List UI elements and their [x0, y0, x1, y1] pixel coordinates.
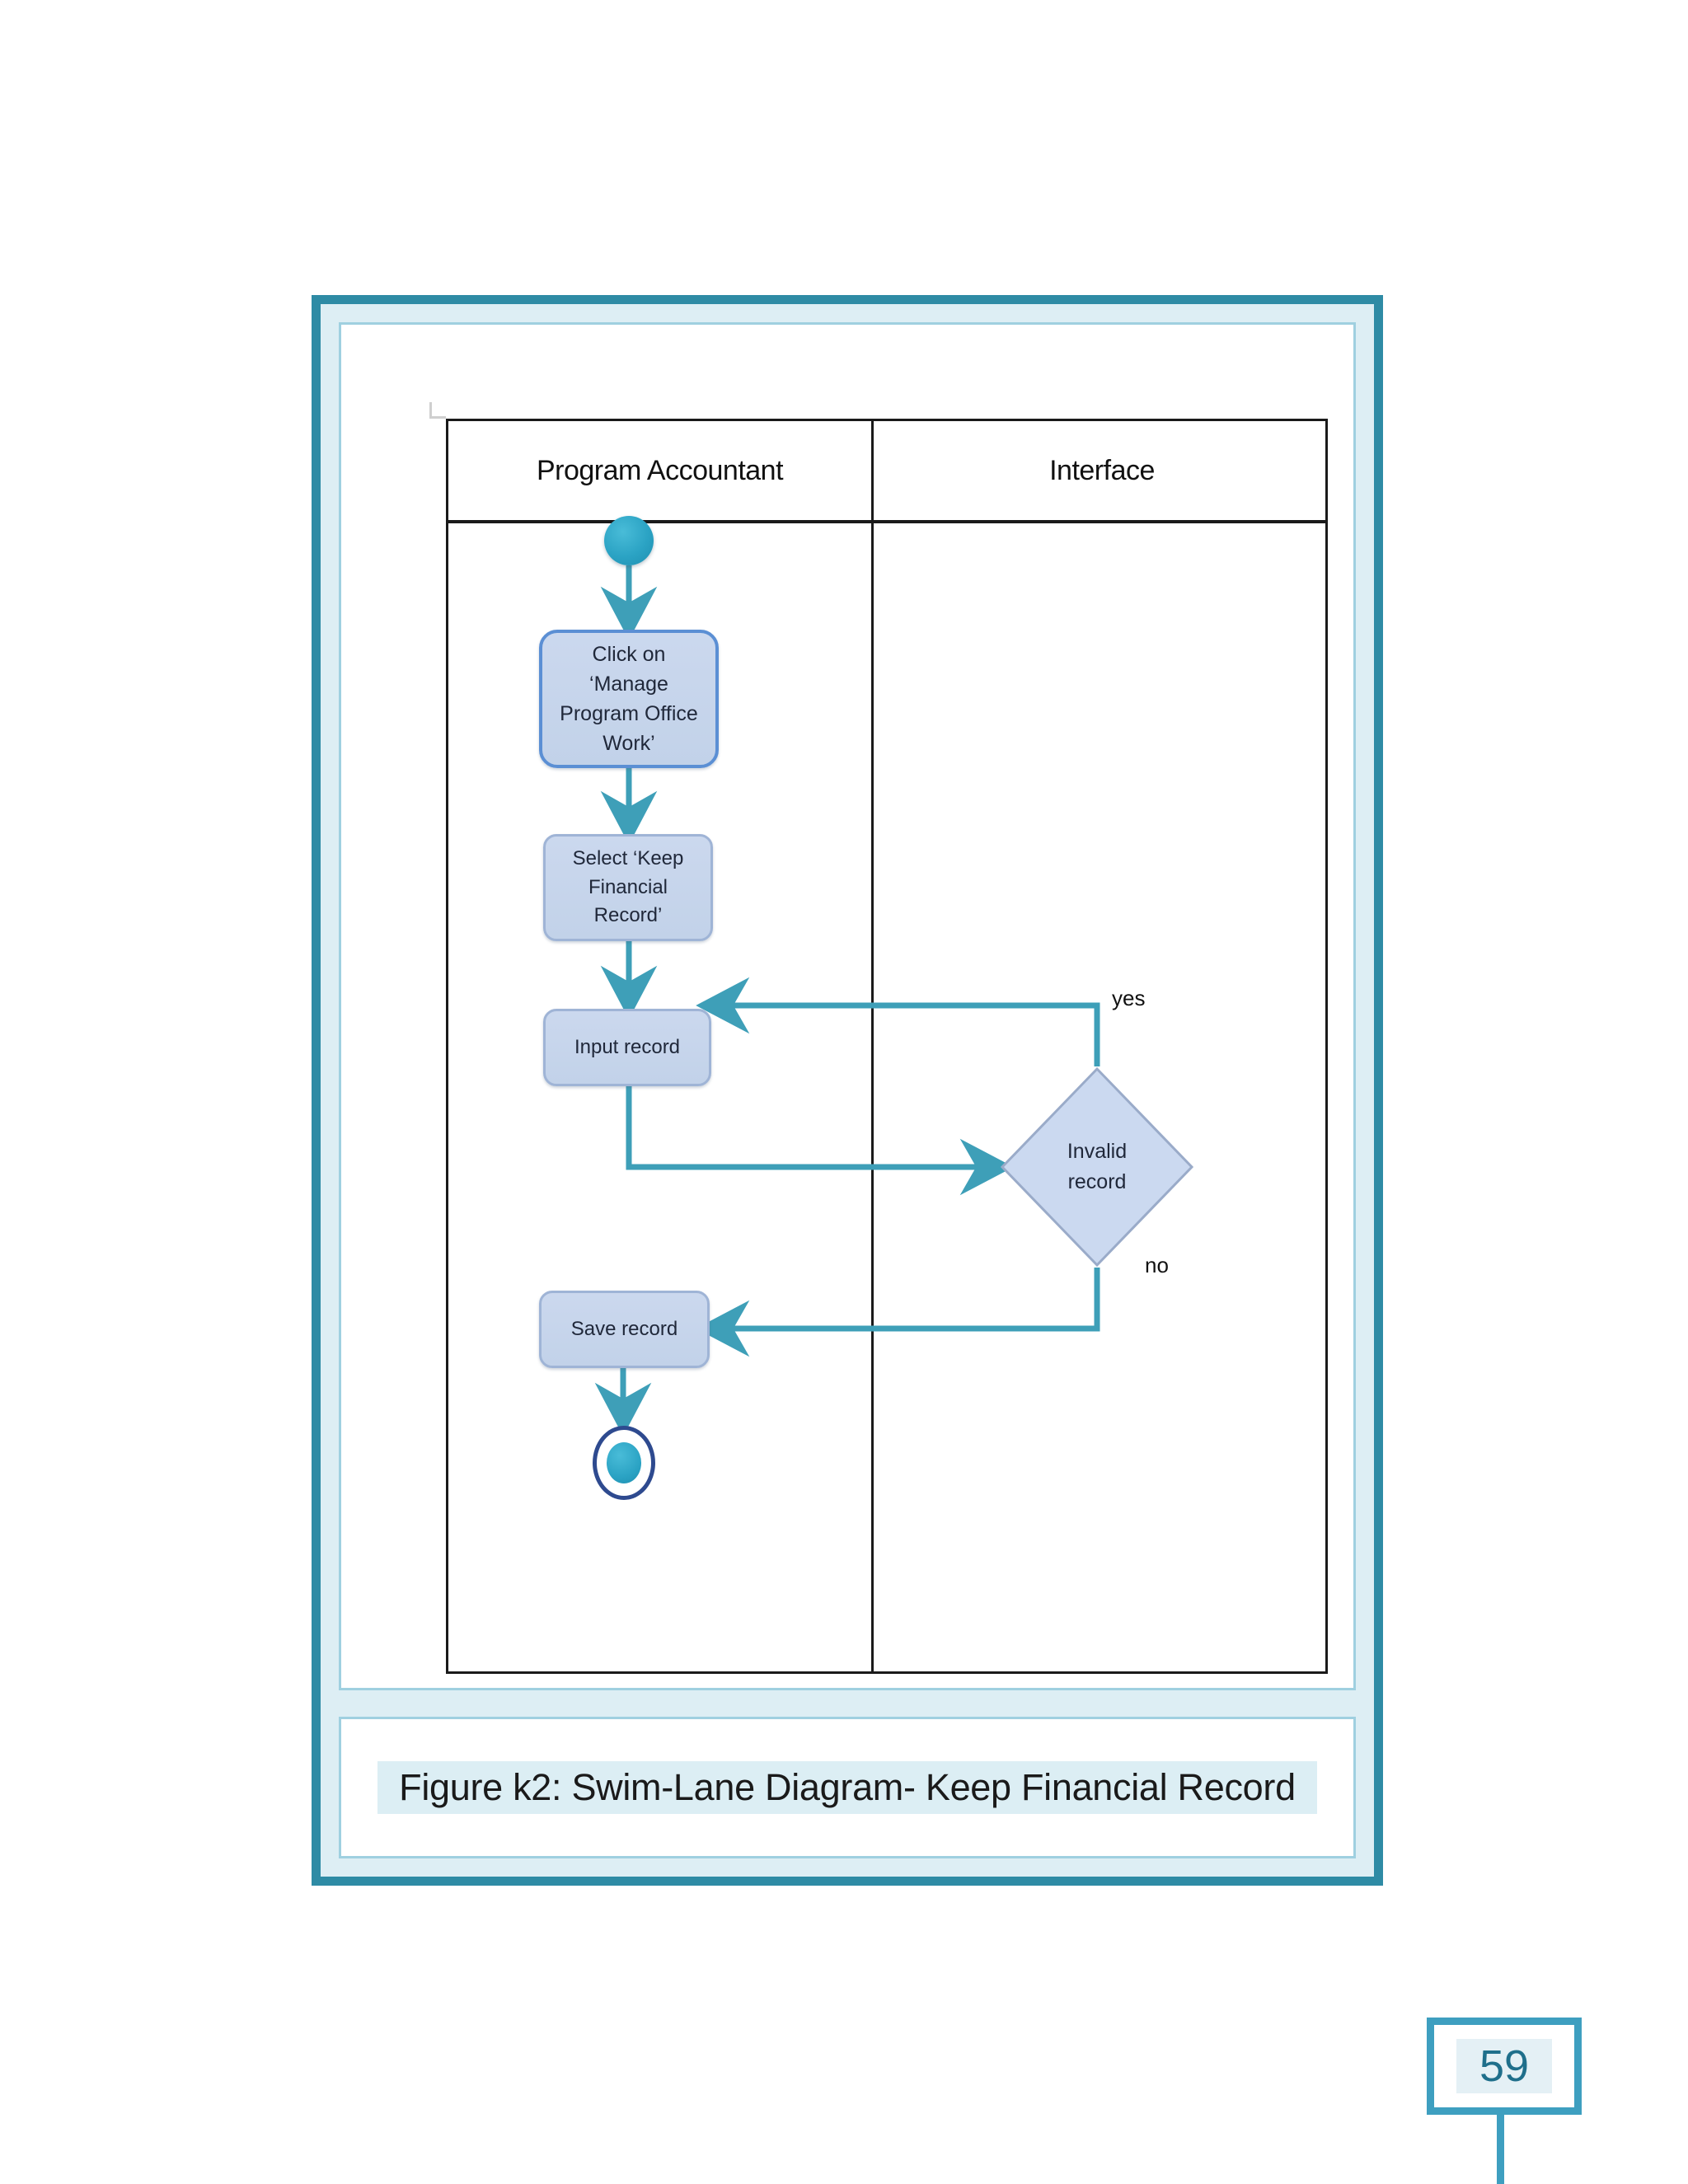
caption-panel: Figure k2: Swim-Lane Diagram- Keep Finan… — [339, 1717, 1356, 1858]
lane-header-interface: Interface — [1049, 454, 1155, 486]
decision-label-line1: Invalid — [1067, 1139, 1128, 1163]
lane-header-rule — [448, 520, 1325, 523]
initial-node-icon — [604, 516, 654, 565]
lane-header-program-accountant: Program Accountant — [536, 454, 784, 486]
action-node-save-record[interactable]: Save record — [539, 1291, 710, 1368]
final-node-icon — [593, 1426, 655, 1500]
flow-connectors — [594, 565, 1100, 1436]
canvas-corner-handle-icon — [429, 402, 446, 419]
figure-caption: Figure k2: Swim-Lane Diagram- Keep Finan… — [377, 1761, 1317, 1814]
action-node-select-keep[interactable]: Select ‘Keep Financial Record’ — [543, 834, 713, 941]
action-node-input-record[interactable]: Input record — [543, 1009, 711, 1086]
page-badge-stem — [1497, 2115, 1504, 2184]
decision-label-line2: record — [1067, 1170, 1127, 1193]
edge-label-no: no — [1145, 1253, 1169, 1277]
lane-divider — [871, 421, 874, 1671]
swimlane-table: Program Accountant Interface — [446, 419, 1328, 1674]
final-node-ring — [593, 1426, 655, 1500]
figure-frame: Program Accountant Interface — [312, 295, 1383, 1886]
page-number: 59 — [1456, 2039, 1553, 2093]
action-node-click-manage[interactable]: Click on ‘Manage Program Office Work’ — [539, 630, 719, 768]
page-number-badge: 59 — [1427, 2018, 1582, 2115]
decision-node-label: Invalid record — [1000, 1066, 1194, 1268]
diagram-panel: Program Accountant Interface — [339, 322, 1356, 1690]
swimlane-diagram: Program Accountant Interface — [429, 402, 1328, 1674]
decision-node-invalid-record[interactable]: Invalid record — [1000, 1066, 1194, 1268]
edge-label-yes: yes — [1112, 986, 1146, 1010]
final-node-dot — [606, 1441, 642, 1484]
diamond-icon — [1000, 1066, 1194, 1268]
